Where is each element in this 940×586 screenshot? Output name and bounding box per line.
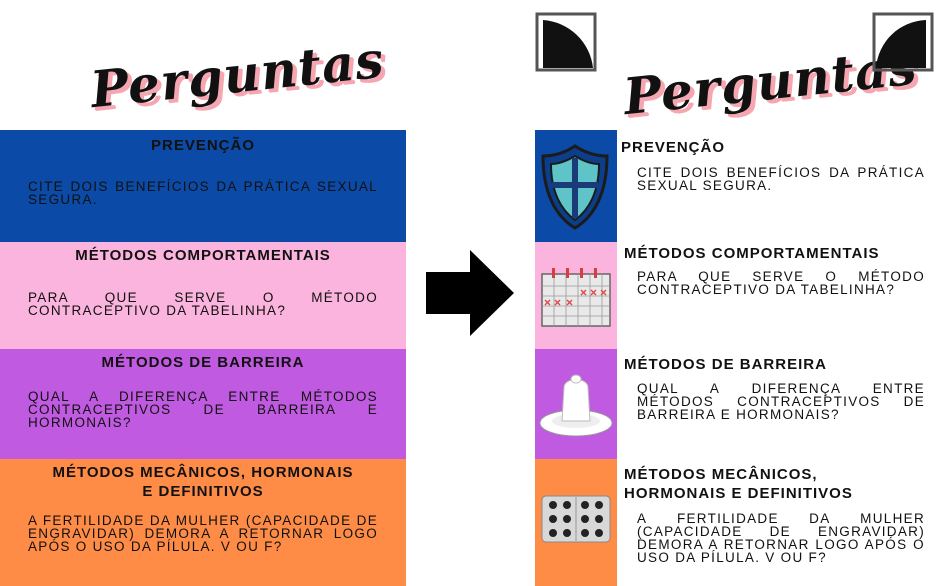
- corner-decoration-right: [872, 12, 934, 72]
- card-comportamentais-before: MÉTODOS COMPORTAMENTAIS PARA QUE SERVE O…: [0, 242, 406, 349]
- card-prevencao-before: PREVENÇÃO CITE DOIS BENEFÍCIOS DA PRÁTIC…: [0, 130, 406, 242]
- title-before: Perguntas: [87, 29, 387, 120]
- card-heading-comportamentais: MÉTODOS COMPORTAMENTAIS: [624, 245, 880, 262]
- strip-comportamentais: [535, 242, 617, 349]
- card-heading: MÉTODOS COMPORTAMENTAIS: [75, 247, 331, 264]
- card-question-barreira: QUAL A DIFERENÇA ENTRE MÉTODOS CONTRACEP…: [637, 381, 925, 422]
- condom-icon: [539, 374, 613, 437]
- strip-prevencao: [535, 130, 617, 242]
- calendar-icon: [541, 268, 611, 327]
- strip-barreira: [535, 349, 617, 459]
- card-heading: MÉTODOS DE BARREIRA: [101, 354, 305, 371]
- card-question: PARA QUE SERVE O MÉTODO CONTRACEPTIVO DA…: [28, 290, 378, 318]
- card-question-comportamentais: PARA QUE SERVE O MÉTODO CONTRACEPTIVO DA…: [637, 269, 925, 297]
- pill-pack-icon: [541, 495, 611, 543]
- card-question: A FERTILIDADE DA MULHER (CAPACIDADE DE E…: [28, 513, 378, 554]
- card-heading-prevencao: PREVENÇÃO: [621, 139, 726, 156]
- card-question-mecanicos: A FERTILIDADE DA MULHER (CAPACIDADE DE E…: [637, 511, 925, 565]
- card-heading-mecanicos: MÉTODOS MECÂNICOS, HORMONAIS E DEFINITIV…: [624, 466, 853, 502]
- card-heading: PREVENÇÃO: [150, 137, 256, 154]
- card-question: CITE DOIS BENEFÍCIOS DA PRÁTICA SEXUAL S…: [28, 179, 378, 207]
- card-heading: MÉTODOS MECÂNICOS, HORMONAIS E DEFINITIV…: [52, 464, 354, 500]
- card-question: QUAL A DIFERENÇA ENTRE MÉTODOS CONTRACEP…: [28, 389, 378, 430]
- corner-decoration-left: [535, 12, 597, 72]
- card-barreira-before: MÉTODOS DE BARREIRA QUAL A DIFERENÇA ENT…: [0, 349, 406, 459]
- card-heading-barreira: MÉTODOS DE BARREIRA: [624, 356, 827, 373]
- strip-mecanicos: [535, 459, 617, 586]
- right-arrow-icon: [426, 250, 514, 336]
- card-mecanicos-before: MÉTODOS MECÂNICOS, HORMONAIS E DEFINITIV…: [0, 459, 406, 586]
- shield-icon: [541, 144, 609, 230]
- card-question-prevencao: CITE DOIS BENEFÍCIOS DA PRÁTICA SEXUAL S…: [637, 165, 925, 193]
